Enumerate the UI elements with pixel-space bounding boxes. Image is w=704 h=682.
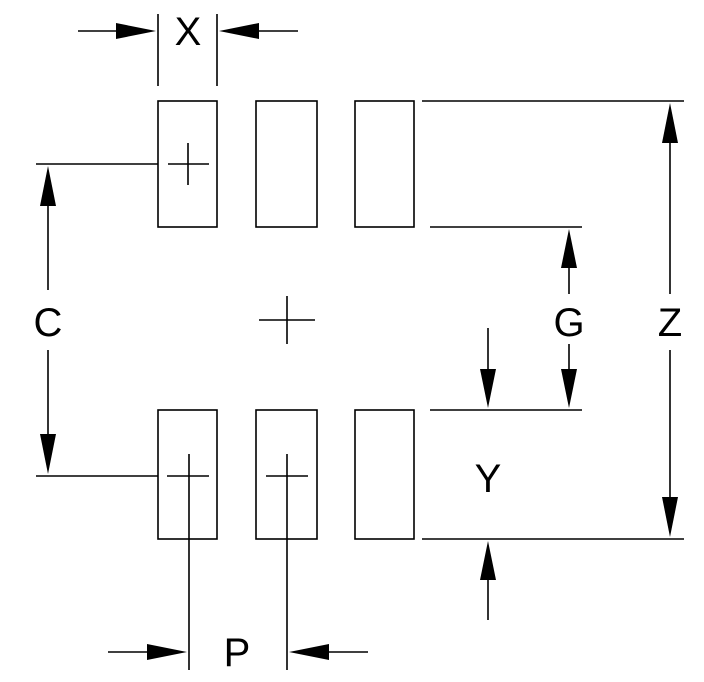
arrow-c-bottom <box>40 434 56 474</box>
label-p: P <box>224 631 251 675</box>
dimension-g <box>430 226 582 411</box>
arrow-z-top <box>662 103 678 143</box>
arrow-g-bottom <box>561 369 577 408</box>
label-c: C <box>34 301 63 345</box>
dimension-z <box>422 100 684 540</box>
arrow-p-left <box>147 644 187 660</box>
arrow-x-left <box>116 23 156 39</box>
dimension-c <box>36 163 158 477</box>
pad-top-3 <box>354 100 415 228</box>
arrow-p-right <box>289 644 329 660</box>
crosshair-pad-bottom-1 <box>167 454 209 498</box>
crosshair-pad-top-1 <box>168 143 209 185</box>
arrow-c-top <box>40 166 56 206</box>
arrow-g-top <box>561 229 577 268</box>
label-z: Z <box>658 301 682 345</box>
pad-bottom-3 <box>354 409 415 540</box>
arrow-x-right <box>219 23 259 39</box>
label-g: G <box>553 301 584 345</box>
dimension-y <box>480 328 496 620</box>
label-y: Y <box>475 457 502 501</box>
pad-top-2 <box>255 100 318 228</box>
dimension-x <box>78 14 298 86</box>
arrow-y-top <box>480 369 496 408</box>
arrow-y-bottom <box>480 541 496 580</box>
arrow-z-bottom <box>662 497 678 537</box>
crosshair-center <box>259 296 315 344</box>
dimension-p <box>108 498 368 670</box>
pad-bottom-1 <box>157 409 218 540</box>
label-x: X <box>175 10 202 54</box>
crosshair-pad-bottom-2 <box>266 454 308 498</box>
